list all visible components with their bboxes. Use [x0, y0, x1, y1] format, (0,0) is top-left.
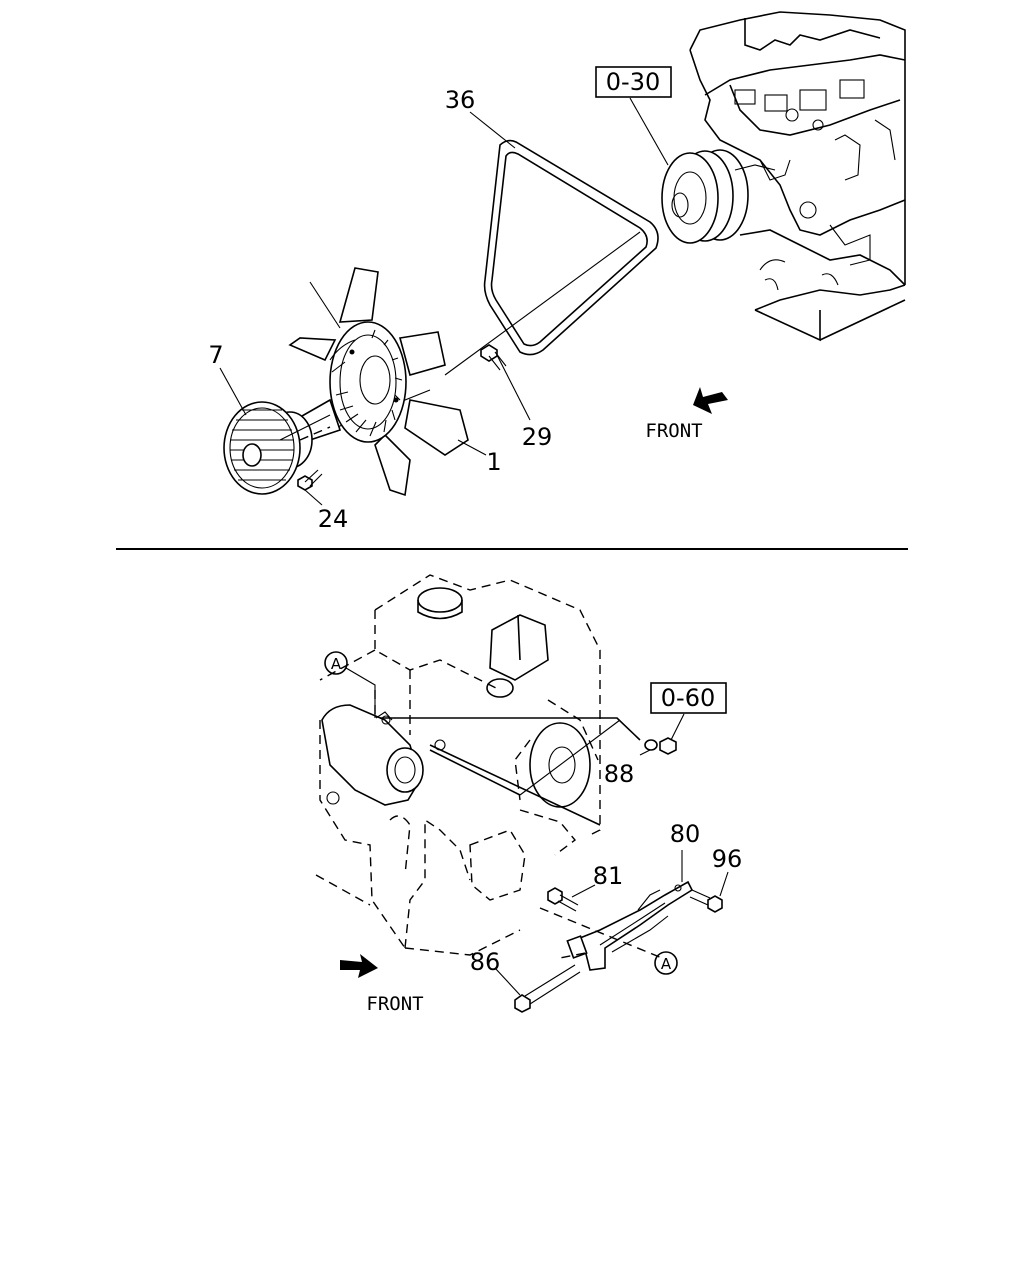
cooling-fan [288, 267, 469, 497]
fan-clutch [223, 401, 331, 495]
bolt-81 [547, 887, 579, 912]
label-86: 86 [470, 948, 501, 976]
engine-block-top [689, 11, 906, 342]
nut-88 [639, 737, 677, 756]
ref-box-0-60 [650, 682, 727, 714]
front-arrow-icon [693, 387, 728, 414]
label-80: 80 [670, 820, 701, 848]
label-96: 96 [712, 845, 743, 873]
ref-box-0-30 [595, 66, 672, 98]
bolt-86 [514, 964, 581, 1013]
water-pump-pulley [661, 149, 776, 244]
bottom-section: A 0-60 [315, 574, 743, 1015]
circle-a-bottom-label: A [661, 955, 672, 973]
circle-a-top-label: A [331, 655, 342, 673]
circle-a-top [324, 651, 348, 675]
bolt-29 [480, 344, 531, 421]
label-36: 36 [445, 86, 476, 114]
ref-box-0-30-label: 0-30 [606, 68, 660, 96]
fan-belt [483, 139, 659, 356]
label-24: 24 [318, 505, 349, 533]
bolt-96 [689, 889, 723, 913]
front-label-top: FRONT [645, 420, 702, 442]
bracket-80 [566, 880, 694, 971]
top-section: 0-30 36 7 1 29 24 FRONT [208, 11, 906, 533]
label-7: 7 [208, 341, 223, 369]
ref-box-0-60-label: 0-60 [661, 684, 715, 712]
label-1: 1 [486, 448, 501, 476]
front-label-bottom: FRONT [366, 993, 423, 1015]
circle-a-bottom [654, 951, 678, 975]
alternator [321, 704, 446, 806]
front-arrow-icon [340, 954, 378, 978]
bolt-24 [297, 469, 323, 506]
label-88: 88 [604, 760, 635, 788]
label-81: 81 [593, 862, 624, 890]
label-29: 29 [522, 423, 553, 451]
